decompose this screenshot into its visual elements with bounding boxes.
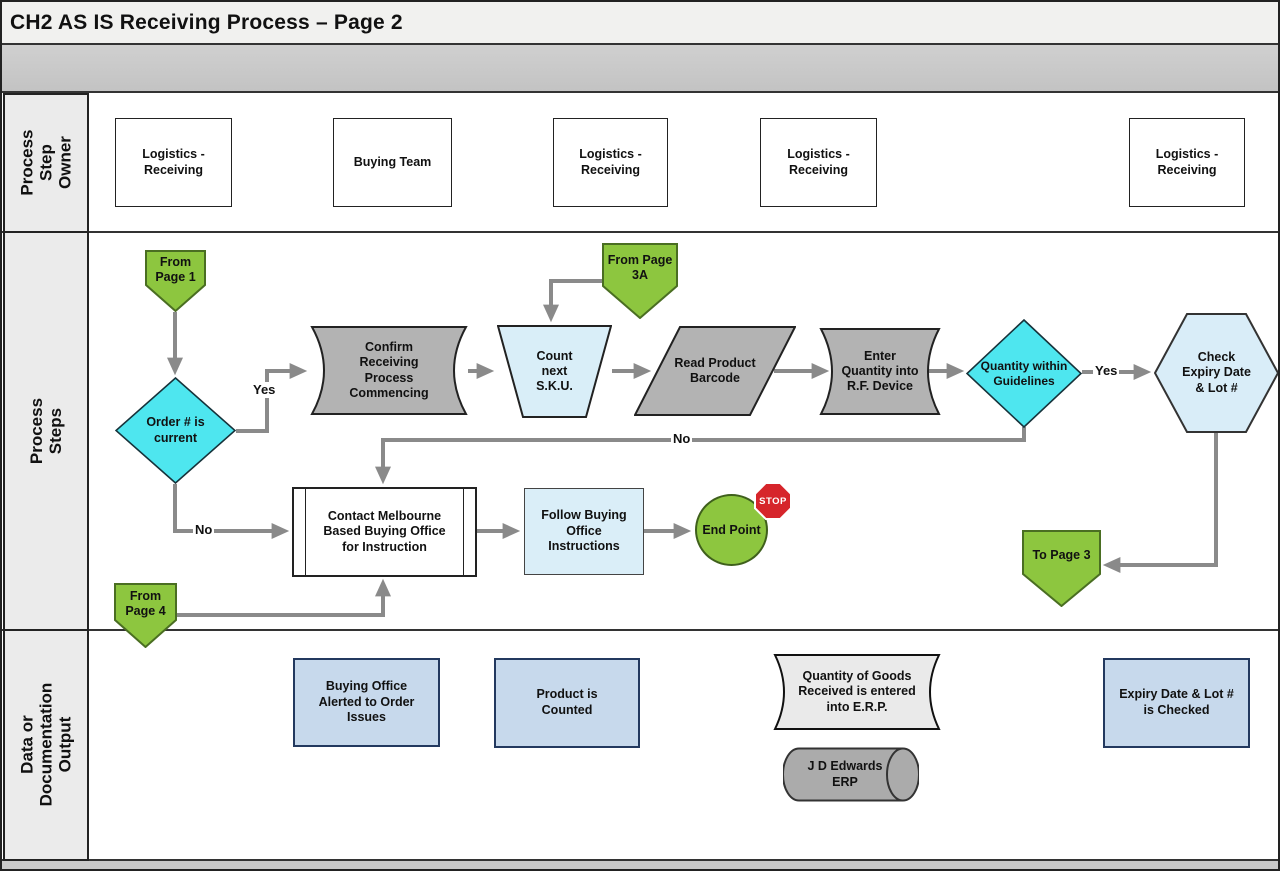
output-jde-erp-database: J D Edwards ERP: [783, 747, 919, 802]
output-quantity-erp: Quantity of Goods Received is entered in…: [773, 653, 941, 731]
footer-band: [2, 861, 1278, 870]
title-bar: CH2 AS IS Receiving Process – Page 2: [2, 2, 1278, 43]
header-band: [2, 45, 1278, 91]
owner-label: Logistics - Receiving: [787, 146, 850, 177]
owner-label: Buying Team: [353, 154, 432, 169]
owner-box-logistics-2: Logistics - Receiving: [553, 118, 668, 207]
owner-label: Logistics - Receiving: [142, 146, 205, 177]
node-label: Quantity within Guidelines: [980, 358, 1068, 388]
node-label: Quantity of Goods Received is entered in…: [798, 669, 916, 714]
node-label: To Page 3: [1032, 547, 1091, 562]
owner-box-logistics-4: Logistics - Receiving: [1129, 118, 1245, 207]
lane-data-output: Data or Documentation Output: [3, 629, 89, 861]
node-label: Check Expiry Date & Lot #: [1182, 350, 1251, 395]
node-label: From Page 1: [155, 255, 196, 285]
step-read-barcode: Read Product Barcode: [634, 326, 796, 416]
node-label: Order # is current: [146, 415, 205, 445]
node-label: From Page 4: [125, 589, 166, 619]
step-confirm-receiving: Confirm Receiving Process Commencing: [310, 325, 468, 416]
lane-process-steps: Process Steps: [3, 231, 89, 631]
lane-divider: [2, 629, 1278, 631]
node-label: Buying Office Alerted to Order Issues: [318, 679, 415, 725]
offpage-from-page-4: From Page 4: [114, 583, 177, 648]
owner-box-buying-team: Buying Team: [333, 118, 452, 207]
node-label: Count next S.K.U.: [536, 348, 573, 394]
stored-data-shape: [819, 328, 941, 415]
node-label: J D Edwards ERP: [807, 759, 883, 789]
node-label: Product is Counted: [536, 687, 598, 717]
offpage-from-page-3a: From Page 3A: [602, 243, 678, 319]
node-label: Confirm Receiving Process Commencing: [349, 340, 429, 400]
owner-label: Logistics - Receiving: [579, 146, 642, 177]
owner-box-logistics-3: Logistics - Receiving: [760, 118, 877, 207]
label-yes-quantity: Yes: [1093, 363, 1120, 379]
step-enter-quantity-rf: Enter Quantity into R.F. Device: [819, 327, 941, 416]
pentagon-down-shape: [602, 243, 678, 319]
lane-divider: [2, 859, 1278, 861]
step-count-next-sku: Count next S.K.U.: [497, 325, 612, 418]
pentagon-down-shape: [145, 250, 206, 312]
stored-data-shape: [773, 654, 941, 730]
page-title: CH2 AS IS Receiving Process – Page 2: [10, 10, 403, 34]
divider: [2, 43, 1278, 45]
predefined-process-line: [463, 489, 464, 575]
predefined-process-line: [305, 489, 306, 575]
stored-data-shape: [310, 326, 468, 415]
diamond-shape: [115, 377, 236, 484]
lane-label: Process Steps: [26, 397, 65, 465]
decision-order-current: Order # is current: [115, 377, 236, 484]
divider: [2, 91, 1278, 93]
lane-label: Data or Documentation Output: [17, 683, 75, 807]
node-label: Enter Quantity into R.F. Device: [841, 348, 919, 394]
output-product-counted: Product is Counted: [494, 658, 640, 748]
step-contact-buying-office: Contact Melbourne Based Buying Office fo…: [292, 487, 477, 577]
node-label: Contact Melbourne Based Buying Office fo…: [323, 508, 446, 554]
label-yes-order: Yes: [251, 382, 278, 398]
step-follow-instructions: Follow Buying Office Instructions: [524, 488, 644, 575]
output-expiry-checked: Expiry Date & Lot # is Checked: [1103, 658, 1250, 748]
stop-sign-label: STOP: [756, 484, 790, 518]
cylinder-shape: [783, 747, 919, 802]
output-buying-office-alerted: Buying Office Alerted to Order Issues: [293, 658, 440, 747]
node-label: Follow Buying Office Instructions: [541, 508, 627, 554]
offpage-to-page-3: To Page 3: [1022, 530, 1101, 607]
node-label: End Point: [702, 522, 761, 537]
node-label: Expiry Date & Lot # is Checked: [1119, 687, 1234, 717]
lane-label: Process Step Owner: [17, 129, 75, 197]
owner-label: Logistics - Receiving: [1155, 146, 1219, 177]
stop-sign-icon: STOP: [754, 482, 792, 520]
pentagon-down-shape: [114, 583, 177, 648]
manual-operation-shape: [497, 325, 612, 418]
decision-quantity-guidelines: Quantity within Guidelines: [966, 319, 1082, 428]
node-label: Read Product Barcode: [674, 355, 756, 385]
lane-divider: [2, 231, 1278, 233]
step-check-expiry: Check Expiry Date & Lot #: [1154, 313, 1279, 433]
node-label: From Page 3A: [607, 252, 673, 283]
owner-box-logistics-1: Logistics - Receiving: [115, 118, 232, 207]
label-no-order: No: [193, 522, 215, 538]
offpage-from-page-1: From Page 1: [145, 250, 206, 312]
lane-process-step-owner: Process Step Owner: [3, 93, 89, 233]
parallelogram-shape: [634, 326, 796, 416]
label-no-quantity: No: [671, 431, 693, 447]
pentagon-down-shape: [1022, 530, 1101, 607]
